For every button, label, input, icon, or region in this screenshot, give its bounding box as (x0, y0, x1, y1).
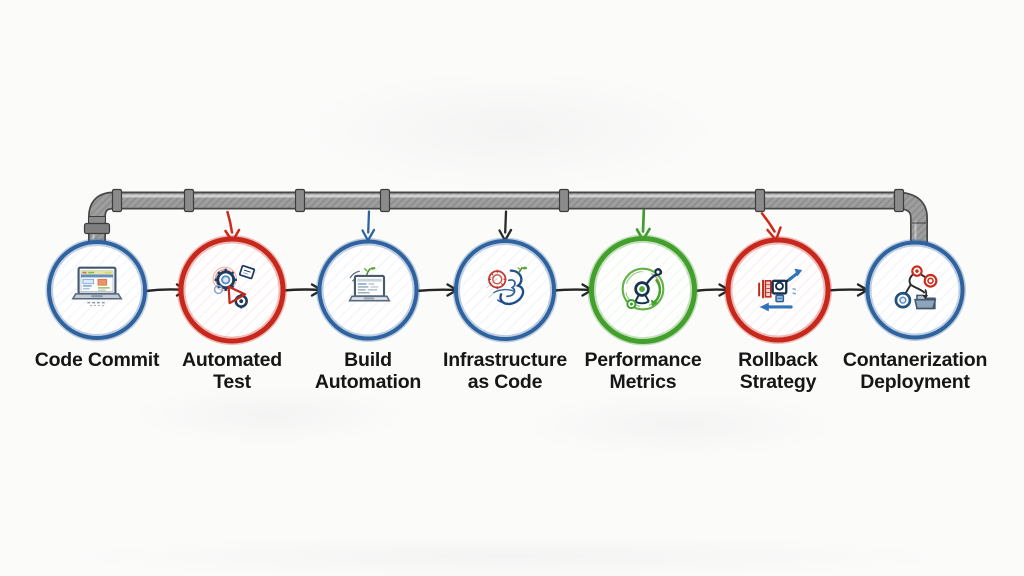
node-performance-metrics: Performance Metrics (568, 0, 718, 576)
node-label: Build Automation (275, 349, 461, 393)
node-automated-test: Automated Test (157, 0, 307, 576)
node-circle (47, 240, 147, 340)
node-label-line1: Automated (181, 349, 283, 371)
node-label: Infrastructure as Code (412, 349, 598, 393)
container-folder-icon (894, 264, 937, 309)
node-label-line2: Strategy (739, 371, 817, 393)
node-label: Performance Metrics (550, 349, 736, 393)
node-label: Code Commit (4, 349, 190, 371)
globe-code-icon (486, 266, 528, 306)
pipe (83, 188, 928, 248)
node-label-line1: Infrastructure (443, 349, 567, 371)
node-label-line1: Build (344, 349, 392, 371)
node-label: Contanerization Deployment (822, 349, 1008, 393)
node-label-line1: Code Commit (34, 349, 160, 371)
node-rollback-strategy: Rollback Strategy (703, 0, 853, 576)
node-label-line2: as Code (467, 371, 543, 393)
node-circle (589, 236, 697, 344)
node-label-line1: Performance (584, 349, 702, 371)
node-label-line2: Metrics (609, 371, 677, 393)
rollback-arrows-icon (757, 268, 802, 311)
laptop-build-icon (347, 266, 391, 301)
node-label-line1: Contanerization (842, 349, 988, 371)
node-circle (317, 239, 419, 341)
node-label: Automated Test (139, 349, 325, 393)
node-label-line2: Automation (314, 371, 422, 393)
node-label-line1: Rollback (738, 349, 818, 371)
node-label-line2: Deployment (860, 371, 970, 393)
node-label: Rollback Strategy (685, 349, 871, 393)
stethoscope-gauge-icon (621, 267, 665, 311)
node-circle (865, 240, 965, 340)
test-gears-icon (212, 264, 255, 308)
node-build-automation: Build Automation (293, 0, 443, 576)
node-circle (178, 236, 286, 344)
node-infrastructure-as-code: Infrastructure as Code (430, 0, 580, 576)
node-contanerization-deployment: Contanerization Deployment (840, 0, 990, 576)
node-circle (725, 237, 831, 343)
pipe-flange (83, 215, 926, 235)
node-label-line2: Test (213, 371, 251, 393)
node-code-commit: Code Commit (22, 0, 172, 576)
node-circle (454, 239, 556, 341)
pipe-couplings (111, 188, 905, 213)
laptop-code-icon (71, 266, 123, 307)
